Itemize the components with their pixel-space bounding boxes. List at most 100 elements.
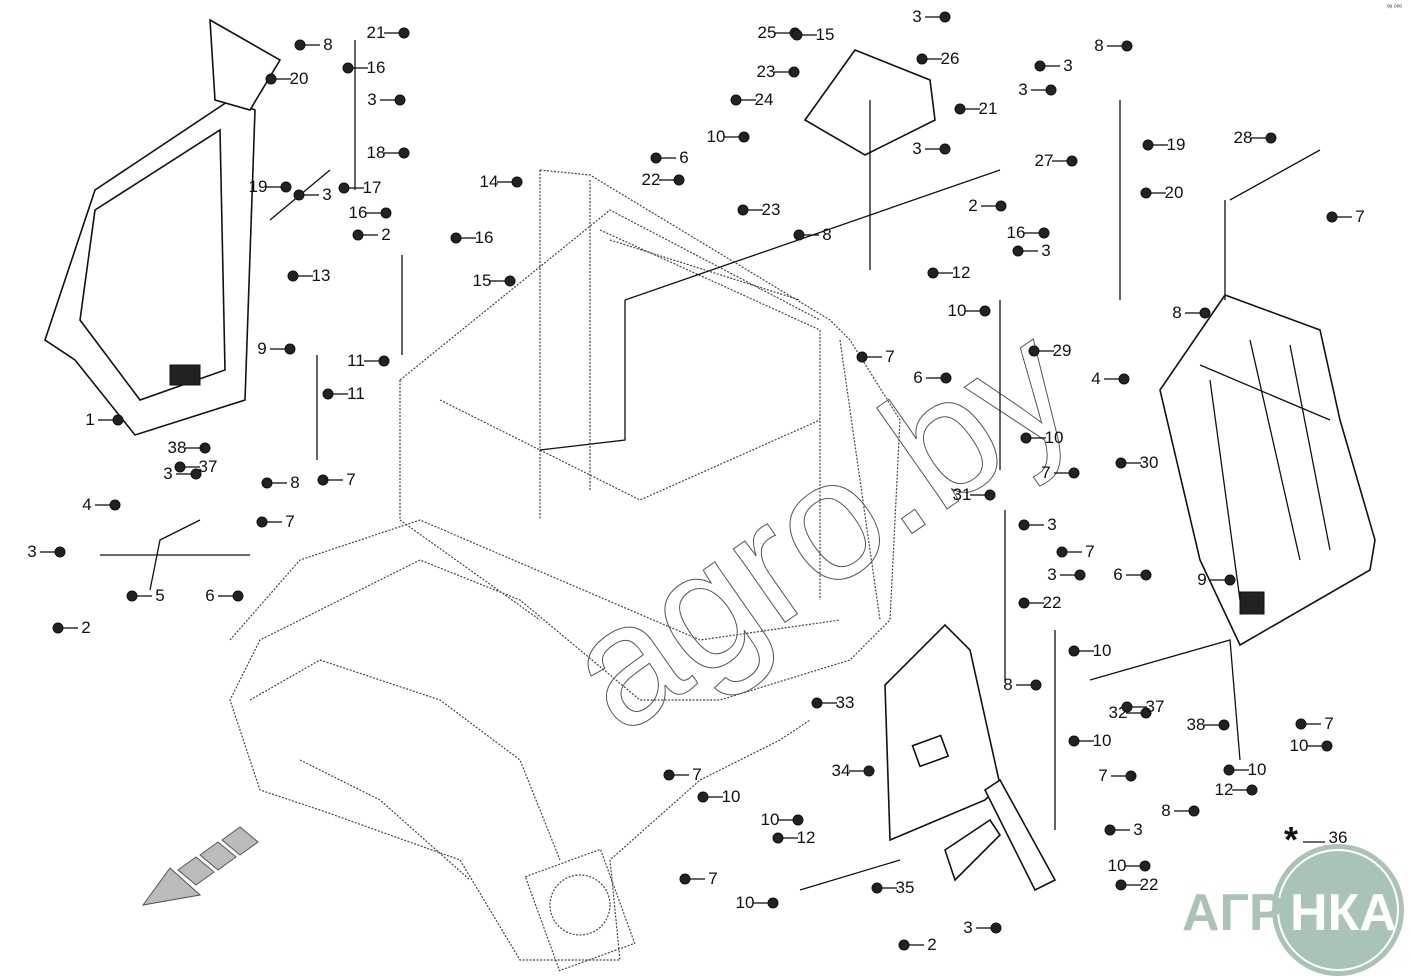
- callout-label: 9: [257, 339, 266, 358]
- callout-label: 13: [312, 266, 331, 285]
- callout-label: 7: [285, 512, 294, 531]
- callout-label: 10: [1290, 736, 1309, 755]
- callout-label: 22: [1043, 593, 1062, 612]
- callout-label: 36: [1329, 828, 1348, 847]
- callout-label: 7: [692, 765, 701, 784]
- fastener-icon: [791, 29, 803, 41]
- callout-label: 15: [473, 271, 492, 290]
- callout-label: 4: [82, 495, 91, 514]
- fastener-icon: [738, 131, 750, 143]
- fastener-icon: [663, 769, 675, 781]
- callout-label: 12: [1215, 780, 1234, 799]
- callout-label: 2: [381, 225, 390, 244]
- callout-label: 28: [1234, 128, 1253, 147]
- fastener-icon: [199, 442, 211, 454]
- callout-label: 3: [163, 464, 172, 483]
- fastener-icon: [927, 267, 939, 279]
- callout-label: 16: [367, 58, 386, 77]
- fastener-icon: [1223, 764, 1235, 776]
- callout-label: 7: [1098, 766, 1107, 785]
- callout-label: 7: [1355, 207, 1364, 226]
- callout-label: 12: [952, 263, 971, 282]
- fastener-icon: [898, 939, 910, 951]
- fastener-icon: [398, 27, 410, 39]
- fastener-icon: [1104, 824, 1116, 836]
- fastener-icon: [1295, 718, 1307, 730]
- callout-label: 22: [642, 170, 661, 189]
- fastener-icon: [1068, 735, 1080, 747]
- fastener-icon: [109, 499, 121, 511]
- callout-label: 3: [912, 7, 921, 26]
- fastener-icon: [1121, 701, 1133, 713]
- callout-label: 1: [85, 410, 94, 429]
- fastener-icon: [1034, 60, 1046, 72]
- callout-label: 38: [168, 438, 187, 457]
- callout-label: 26: [941, 49, 960, 68]
- fastener-icon: [504, 275, 516, 287]
- fastener-icon: [1038, 227, 1050, 239]
- fastener-icon: [737, 204, 749, 216]
- fastener-icon: [1018, 597, 1030, 609]
- callout-label: 4: [1091, 369, 1100, 388]
- callout-label: 8: [323, 35, 332, 54]
- loader-frame: [229, 169, 901, 972]
- callout-label: 10: [1093, 731, 1112, 750]
- fastener-icon: [916, 53, 928, 65]
- callout-label: 9: [1197, 570, 1206, 589]
- fastener-icon: [1056, 546, 1068, 558]
- callout-label: 3: [367, 90, 376, 109]
- gas-struts: [316, 255, 403, 460]
- callout-label: 24: [755, 90, 774, 109]
- fastener-icon: [352, 229, 364, 241]
- callout-label: 3: [1041, 241, 1050, 260]
- fastener-icon: [294, 39, 306, 51]
- fastener-icon: [673, 174, 685, 186]
- callout-label: 2: [81, 618, 90, 637]
- fastener-icon: [995, 200, 1007, 212]
- fastener-icon: [1115, 457, 1127, 469]
- svg-text:НКА: НКА: [1290, 884, 1397, 942]
- fastener-icon: [940, 372, 952, 384]
- callout-label: 10: [1248, 760, 1267, 779]
- callout-label: 7: [346, 470, 355, 489]
- fastener-icon: [1140, 707, 1152, 719]
- side-panel: [884, 623, 1057, 892]
- fastener-icon: [1321, 740, 1333, 752]
- fastener-icon: [394, 94, 406, 106]
- svg-text:АГРО: АГРО: [1182, 884, 1323, 942]
- fastener-icon: [1142, 139, 1154, 151]
- fastener-icon: [856, 351, 868, 363]
- fastener-icon: [939, 143, 951, 155]
- fastener-icon: [1140, 187, 1152, 199]
- callout-label: 27: [1035, 151, 1054, 170]
- callout-label: 8: [1094, 36, 1103, 55]
- callout-label: 7: [885, 347, 894, 366]
- fastener-icon: [112, 414, 124, 426]
- callout-label: 19: [249, 177, 268, 196]
- fastener-icon: [1045, 84, 1057, 96]
- fastener-icon: [650, 152, 662, 164]
- fastener-icon: [256, 516, 268, 528]
- fastener-icon: [232, 590, 244, 602]
- fastener-icon: [1068, 467, 1080, 479]
- callout-label: 8: [1172, 303, 1181, 322]
- fastener-icon: [342, 62, 354, 74]
- callout-label: 17: [363, 178, 382, 197]
- callout-label: 16: [475, 228, 494, 247]
- fastener-icon: [52, 622, 64, 634]
- fastener-icon: [939, 11, 951, 23]
- fastener-icon: [338, 182, 350, 194]
- fastener-icon: [979, 305, 991, 317]
- callout-label: 8: [290, 473, 299, 492]
- fastener-icon: [378, 355, 390, 367]
- fastener-icon: [126, 590, 138, 602]
- fastener-icon: [280, 181, 292, 193]
- fastener-icon: [792, 814, 804, 826]
- fastener-icon: [1012, 245, 1024, 257]
- callout-label: 22: [1140, 875, 1159, 894]
- fastener-icon: [984, 489, 996, 501]
- callout-label: 3: [1133, 820, 1142, 839]
- callout-label: 8: [1161, 801, 1170, 820]
- fastener-icon: [1030, 679, 1042, 691]
